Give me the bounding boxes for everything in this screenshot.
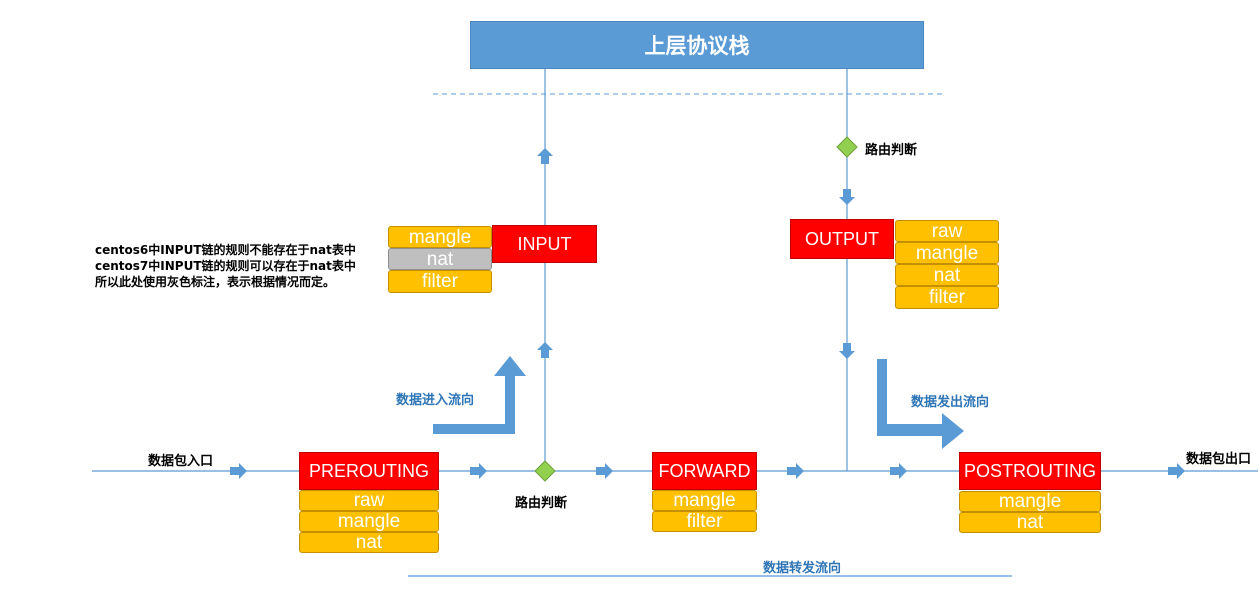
input-table-filter: filter xyxy=(388,270,492,293)
flow-in-label: 数据进入流向 xyxy=(396,393,475,408)
prerouting-table-mangle: mangle xyxy=(299,511,439,532)
right-arrow-icon xyxy=(230,463,247,479)
up-arrow-icon xyxy=(537,342,553,358)
output-chain: OUTPUT xyxy=(790,219,894,259)
routing-decision-diamond-icon xyxy=(534,460,556,482)
flow-out-label: 数据发出流向 xyxy=(911,395,990,410)
flow-out-bent-arrow-icon xyxy=(877,359,964,449)
prerouting-table-nat: nat xyxy=(299,532,439,553)
note-line: centos6中INPUT链的规则不能存在于nat表中 xyxy=(95,243,356,257)
right-arrow-icon xyxy=(890,463,907,479)
routing-decision-top-label: 路由判断 xyxy=(865,143,918,158)
input-table-mangle: mangle xyxy=(388,226,492,248)
input-nat-note: centos6中INPUT链的规则不能存在于nat表中 centos7中INPU… xyxy=(95,242,356,290)
output-table-mangle: mangle xyxy=(895,242,999,264)
postrouting-table-mangle: mangle xyxy=(959,491,1101,512)
routing-decision-bottom-label: 路由判断 xyxy=(515,496,568,511)
input-table-nat: nat xyxy=(388,248,492,270)
right-arrow-icon xyxy=(470,463,487,479)
postrouting-table-nat: nat xyxy=(959,512,1101,533)
output-table-nat: nat xyxy=(895,264,999,286)
note-line: centos7中INPUT链的规则可以存在于nat表中 xyxy=(95,259,356,273)
packet-entry-label: 数据包入口 xyxy=(148,454,214,469)
note-line: 所以此处使用灰色标注，表示根据情况而定。 xyxy=(95,275,336,289)
forward-table-filter: filter xyxy=(652,511,757,532)
right-arrow-icon xyxy=(596,463,613,479)
packet-exit-label: 数据包出口 xyxy=(1186,452,1252,467)
output-table-filter: filter xyxy=(895,286,999,309)
right-arrow-icon xyxy=(787,463,804,479)
output-table-raw: raw xyxy=(895,220,999,242)
right-arrow-icon xyxy=(1168,463,1185,479)
upper-protocol-stack-box: 上层协议栈 xyxy=(470,21,924,69)
flow-in-bent-arrow-icon xyxy=(433,356,526,434)
prerouting-table-raw: raw xyxy=(299,490,439,511)
prerouting-chain: PREROUTING xyxy=(299,452,439,490)
forward-chain: FORWARD xyxy=(652,452,757,490)
down-arrow-icon xyxy=(839,189,855,205)
flow-forward-label: 数据转发流向 xyxy=(763,561,842,576)
input-chain: INPUT xyxy=(492,225,597,263)
up-arrow-icon xyxy=(537,148,553,164)
postrouting-chain: POSTROUTING xyxy=(959,452,1101,490)
routing-decision-diamond-icon xyxy=(836,136,858,158)
down-arrow-icon xyxy=(839,343,855,359)
forward-table-mangle: mangle xyxy=(652,490,757,511)
